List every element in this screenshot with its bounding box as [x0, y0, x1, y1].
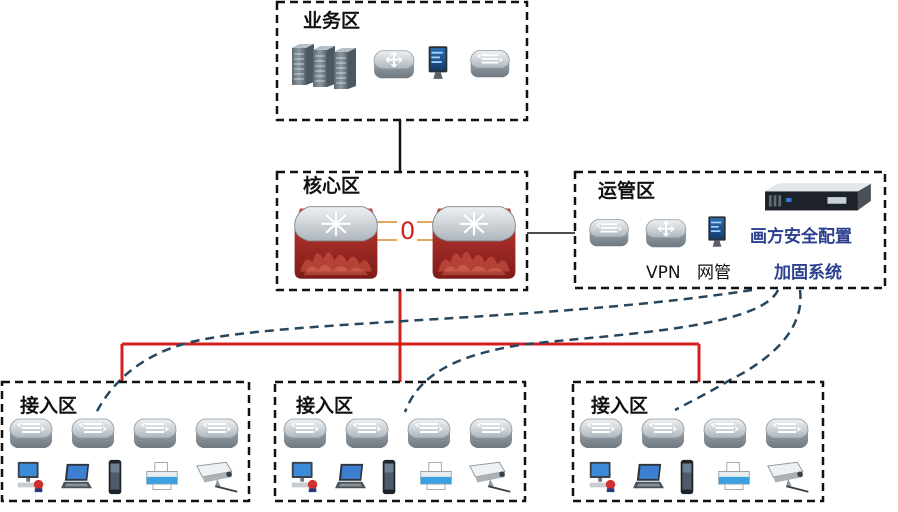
- desktop-pc-icon: [589, 461, 616, 493]
- vpn-label: VPN: [646, 263, 681, 283]
- core-firewall-icon: [293, 205, 379, 280]
- switch-icon: [703, 418, 747, 449]
- core-zone-boundary: [275, 170, 529, 292]
- access-zone-title: 接入区: [591, 395, 648, 417]
- mobile-phone-icon: [108, 459, 122, 495]
- hardening-system-label-line2: 加固系统: [773, 262, 842, 283]
- switch-icon: [589, 219, 629, 247]
- ops-zone-title: 运管区: [598, 179, 655, 202]
- laptop-icon: [335, 463, 366, 489]
- camera-icon: [766, 461, 810, 493]
- switch-icon: [9, 418, 53, 449]
- core-link-label: 0: [400, 217, 415, 245]
- business-zone-title: 业务区: [303, 9, 360, 32]
- netmgmt-label: 网管: [697, 263, 731, 283]
- switch-icon: [407, 418, 451, 449]
- camera-icon: [468, 461, 512, 493]
- router-icon: [645, 218, 687, 249]
- printer-icon: [718, 462, 750, 490]
- mobile-phone-icon: [382, 459, 396, 495]
- access-zone-title: 接入区: [20, 395, 77, 417]
- switch-icon: [195, 418, 239, 449]
- core-firewall-icon: [431, 205, 517, 280]
- access-zone: 接入区: [273, 380, 527, 503]
- server-rack-icon: [312, 45, 336, 88]
- access-zone-title: 接入区: [296, 395, 353, 417]
- switch-icon: [71, 418, 115, 449]
- hardening-dashed-links: [93, 288, 802, 416]
- laptop-icon: [633, 463, 664, 489]
- rack-appliance-icon: [765, 183, 871, 211]
- ops-zone-boundary: [573, 170, 887, 290]
- switch-icon: [283, 418, 327, 449]
- access-zone: 接入区: [0, 380, 251, 503]
- switch-icon: [579, 418, 623, 449]
- business-zone: 业务区: [275, 0, 529, 122]
- mobile-phone-icon: [680, 459, 694, 495]
- ops-zone: 运管区 VPN 网管 画方安全配置 加固系统: [573, 170, 887, 290]
- access-zone-boundary: [0, 380, 251, 503]
- switch-icon: [470, 50, 510, 78]
- core-zone-title: 核心区: [303, 174, 360, 197]
- camera-icon: [195, 461, 239, 493]
- switch-icon: [641, 418, 685, 449]
- switch-icon: [469, 418, 513, 449]
- monitor-icon: [708, 216, 726, 247]
- link-label-bg: [397, 216, 417, 244]
- hardening-system-label-line1: 画方安全配置: [750, 226, 852, 247]
- monitor-icon: [428, 46, 448, 79]
- desktop-pc-icon: [291, 461, 318, 493]
- router-icon: [373, 49, 415, 80]
- access-zone-boundary: [571, 380, 825, 503]
- desktop-pc-icon: [17, 461, 44, 493]
- printer-icon: [420, 462, 452, 490]
- business-zone-boundary: [275, 0, 529, 122]
- access-zone: 接入区: [571, 380, 825, 503]
- server-rack-icon: [333, 47, 357, 90]
- switch-icon: [345, 418, 389, 449]
- switch-icon: [133, 418, 177, 449]
- access-zone-boundary: [273, 380, 527, 503]
- switch-icon: [765, 418, 809, 449]
- server-rack-icon: [291, 43, 315, 86]
- core-uplink-bus: [120, 290, 701, 382]
- connections: [93, 120, 802, 416]
- core-zone: 核心区 0: [275, 170, 529, 292]
- printer-icon: [146, 462, 178, 490]
- laptop-icon: [61, 463, 92, 489]
